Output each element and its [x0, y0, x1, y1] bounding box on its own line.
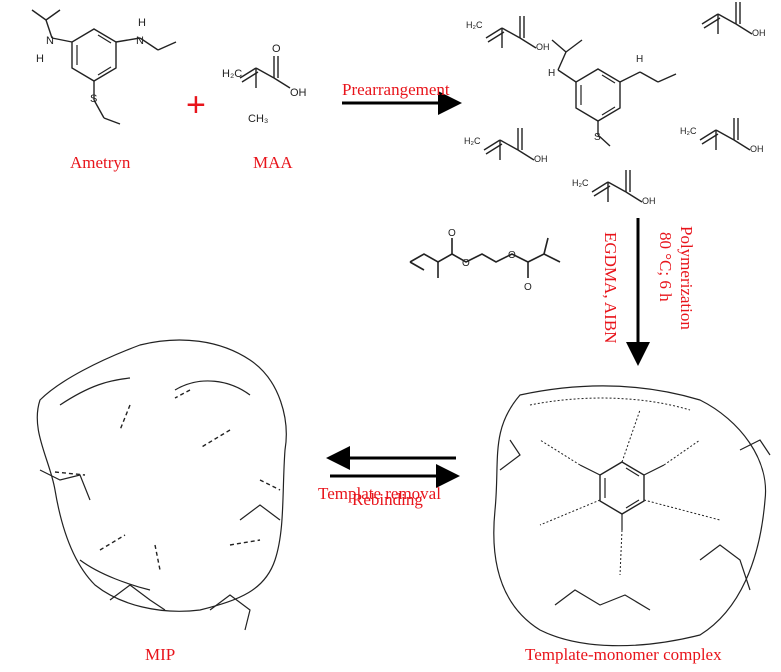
- atom-label: N: [46, 35, 54, 47]
- template-removal-label: Template removal: [318, 484, 441, 503]
- polymerization-label: Polymerization: [677, 226, 696, 330]
- atom-label: OH: [750, 144, 764, 154]
- prearranged-complex: H H S H₂C OH OH H₂C OH H₂C OH H₂C OH: [464, 1, 766, 206]
- maa-structure: H₂C OH O CH₃: [222, 43, 307, 125]
- atom-label: OH: [752, 28, 766, 38]
- mip-label: MIP: [145, 645, 176, 664]
- atom-label: CH₃: [248, 113, 268, 125]
- conditions-label: 80 °C; 6 h: [656, 232, 675, 302]
- crosslinker-label: EGDMA, AIBN: [601, 232, 620, 344]
- atom-label: S: [594, 132, 601, 143]
- atom-label: OH: [536, 42, 550, 52]
- atom-label: O: [272, 43, 281, 55]
- atom-label: H₂C: [464, 136, 481, 146]
- maa-label: MAA: [253, 153, 293, 172]
- atom-label: H₂C: [680, 126, 697, 136]
- complex-network: [493, 385, 771, 647]
- atom-label: OH: [534, 154, 548, 164]
- atom-label: H₂C: [222, 68, 242, 80]
- prearrangement-label: Prearrangement: [342, 80, 450, 99]
- atom-label: H₂C: [572, 178, 589, 188]
- atom-label: S: [90, 93, 97, 105]
- atom-label: OH: [642, 196, 656, 206]
- complex-label: Template-monomer complex: [525, 645, 722, 664]
- atom-label: O: [524, 282, 532, 293]
- atom-label: O: [462, 258, 470, 269]
- atom-label: H: [36, 53, 44, 65]
- ametryn-structure: H N H N S: [31, 9, 177, 125]
- atom-label: H: [138, 17, 146, 29]
- atom-label: O: [508, 250, 516, 261]
- atom-label: N: [136, 35, 144, 47]
- plus-sign: +: [186, 86, 206, 124]
- mip-network: [36, 339, 287, 631]
- atom-label: O: [448, 228, 456, 239]
- atom-label: H: [636, 54, 643, 65]
- ametryn-label: Ametryn: [70, 153, 131, 172]
- egdma-structure: O O O O: [409, 228, 561, 293]
- atom-label: H₂C: [466, 20, 483, 30]
- rebinding-label: Rebinding: [352, 490, 423, 509]
- atom-label: OH: [290, 87, 307, 99]
- atom-label: H: [548, 68, 555, 79]
